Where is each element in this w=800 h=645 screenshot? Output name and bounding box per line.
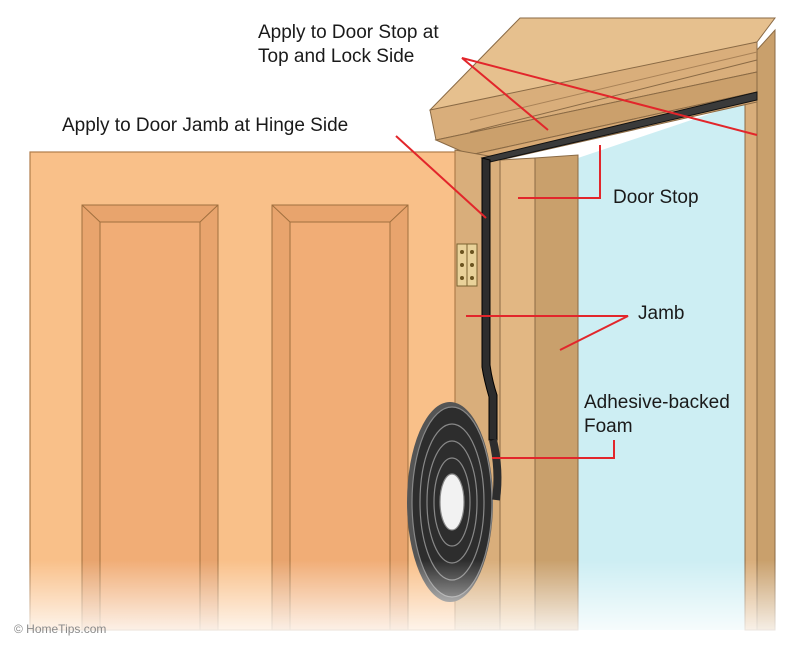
copyright-credit: © HomeTips.com bbox=[14, 622, 107, 636]
bevel-line bbox=[199, 204, 219, 223]
bottom-fade bbox=[0, 560, 800, 645]
callout-line-hinge bbox=[395, 135, 487, 219]
label-door-jamb-hinge: Apply to Door Jamb at Hinge Side bbox=[62, 115, 349, 136]
label-foam: Adhesive-backed Foam bbox=[584, 391, 730, 439]
callout-line-jamb bbox=[466, 315, 629, 351]
header-line bbox=[469, 59, 758, 133]
glass-opening bbox=[578, 98, 757, 630]
door-stop-side bbox=[499, 157, 536, 631]
callout-line-foam bbox=[492, 440, 615, 459]
callout-line-stop-top bbox=[461, 57, 758, 136]
bevel-line bbox=[81, 204, 101, 223]
right-jamb bbox=[756, 28, 776, 631]
label-line: Apply to Door Stop at bbox=[258, 22, 439, 43]
hinge-icon bbox=[456, 243, 478, 287]
jamb-face bbox=[534, 154, 579, 631]
bevel-line bbox=[389, 204, 409, 223]
label-door-stop-top-lock: Apply to Door Stop at Top and Lock Side bbox=[258, 21, 439, 69]
label-line: Foam bbox=[584, 416, 633, 437]
bevel-line bbox=[271, 204, 291, 223]
label-line: Top and Lock Side bbox=[258, 46, 415, 67]
label-door-stop: Door Stop bbox=[613, 187, 699, 208]
header-line bbox=[469, 51, 758, 121]
callout-lines bbox=[395, 57, 758, 459]
label-line: Adhesive-backed bbox=[584, 392, 730, 413]
callout-line-doorstop bbox=[518, 145, 601, 199]
label-jamb: Jamb bbox=[638, 303, 685, 324]
right-jamb-face bbox=[744, 97, 758, 631]
foam-roll bbox=[407, 402, 502, 602]
